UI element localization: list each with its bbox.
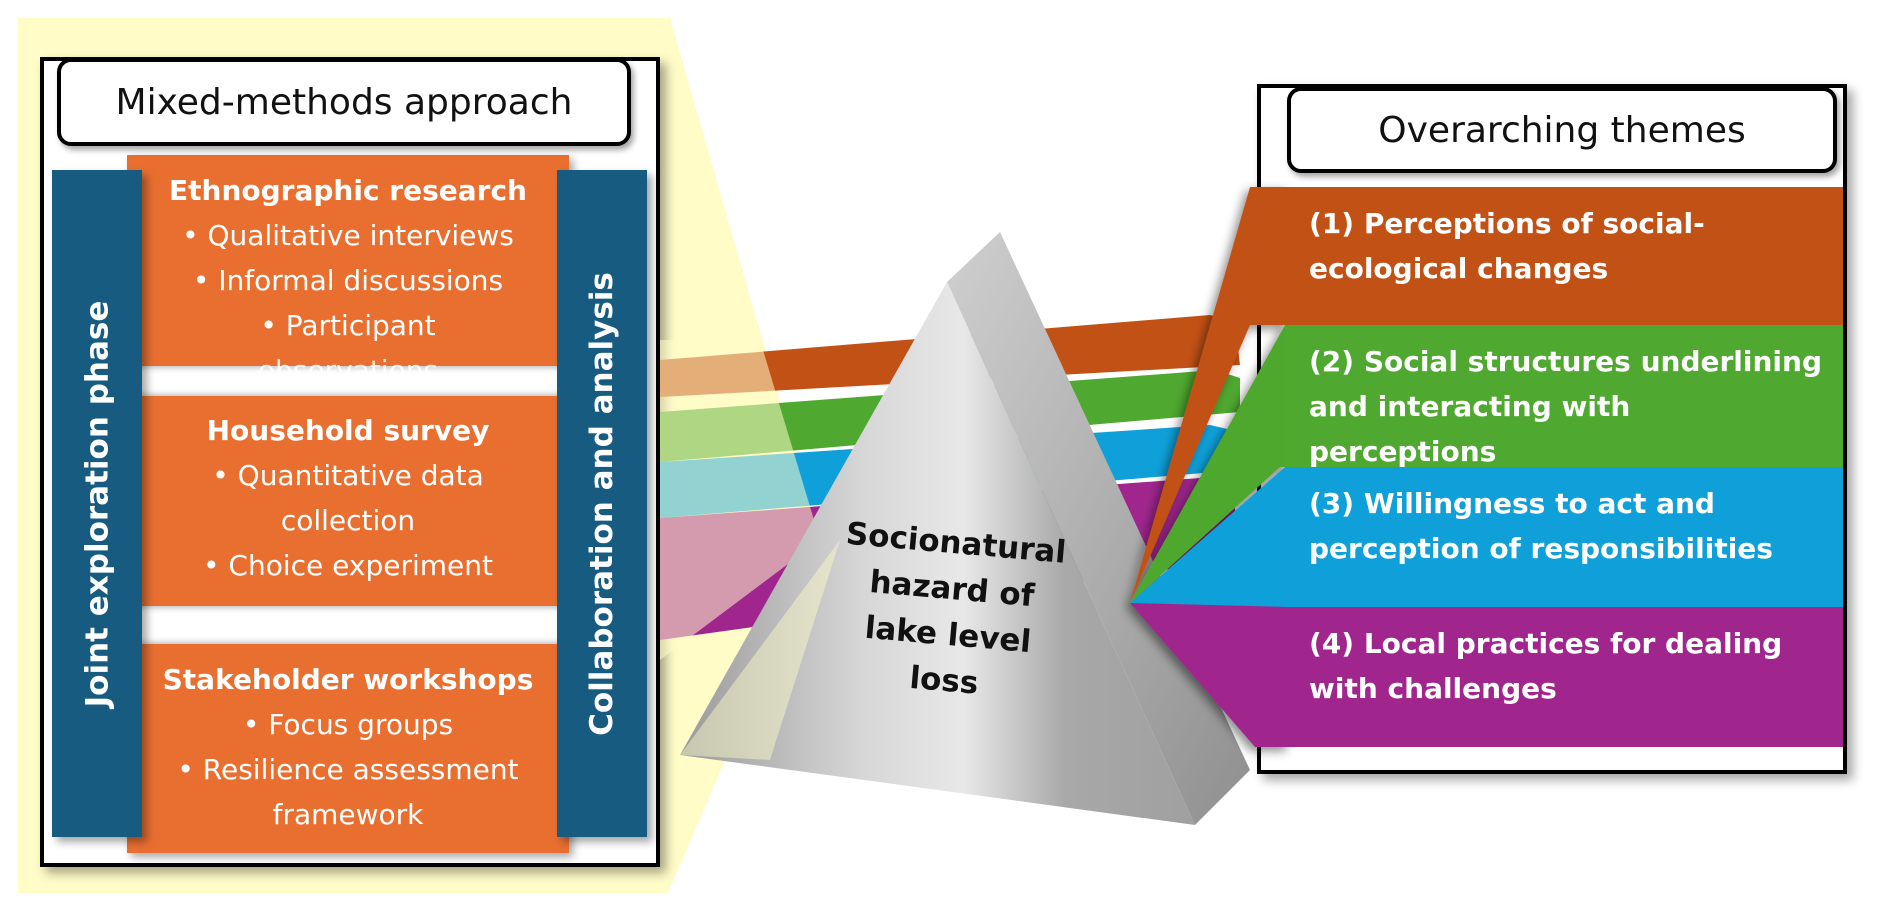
mixed-methods-title: Mixed-methods approach [57,58,631,146]
prism-side-face [947,232,1250,825]
method-item: framework [272,798,424,831]
theme-line: perception of responsibilities [1309,532,1773,565]
fan-purple [1130,603,1290,747]
method-item: • Resilience assessment [177,753,519,786]
theme-line: with challenges [1309,672,1557,705]
theme-fan [1130,187,1290,747]
method-item: • Quantitative data [212,459,484,492]
joint-exploration-bar: Joint exploration phase [52,170,142,837]
theme-line: (3) Willingness to act and [1309,487,1715,520]
beam-overlay [660,340,820,660]
theme-3: (3) Willingness to act and perception of… [1285,467,1843,607]
fan-green [1130,325,1290,603]
method-item: • Focus groups [242,708,454,741]
theme-line: (1) Perceptions of social- [1309,207,1705,240]
overarching-themes-title: Overarching themes [1287,87,1837,173]
theme-line: and interacting with perceptions [1309,390,1631,468]
prism-bottom-beam-overlay [680,540,840,760]
prism-label: Socionatural hazard of lake level loss [793,507,1108,716]
method-heading: Stakeholder workshops [162,663,534,696]
theme-line: (4) Local practices for dealing [1309,627,1783,660]
method-item: • Choice experiment [203,549,493,582]
methods-column: Ethnographic research • Qualitative inte… [127,155,569,853]
method-item: collection [280,504,416,537]
method-heading: Ethnographic research [169,174,527,207]
method-item: • Qualitative interviews [182,219,514,252]
method-household-survey: Household survey • Quantitative data col… [127,408,569,588]
mixed-methods-title-text: Mixed-methods approach [115,81,573,123]
method-separator [140,606,560,644]
theme-line: (2) Social structures underlining [1309,345,1822,378]
theme-4: (4) Local practices for dealing with cha… [1285,607,1843,747]
theme-line: ecological changes [1309,252,1609,285]
method-ethnographic-research: Ethnographic research • Qualitative inte… [127,168,569,393]
method-stakeholder-workshops: Stakeholder workshops • Focus groups • R… [127,657,569,837]
fan-blue [1130,467,1290,607]
collaboration-analysis-bar: Collaboration and analysis [557,170,647,837]
prism [680,232,1250,825]
method-heading: Household survey [206,414,490,447]
method-separator [140,366,560,396]
method-item: • Informal discussions [192,264,504,297]
overarching-themes-title-text: Overarching themes [1378,109,1746,151]
theme-1: (1) Perceptions of social- ecological ch… [1285,187,1843,325]
theme-2: (2) Social structures underlining and in… [1285,325,1843,468]
prism-front-face [680,282,1195,825]
method-item: • Participant [260,309,436,342]
method-item: observations [257,354,439,387]
fan-orange [1130,187,1290,603]
